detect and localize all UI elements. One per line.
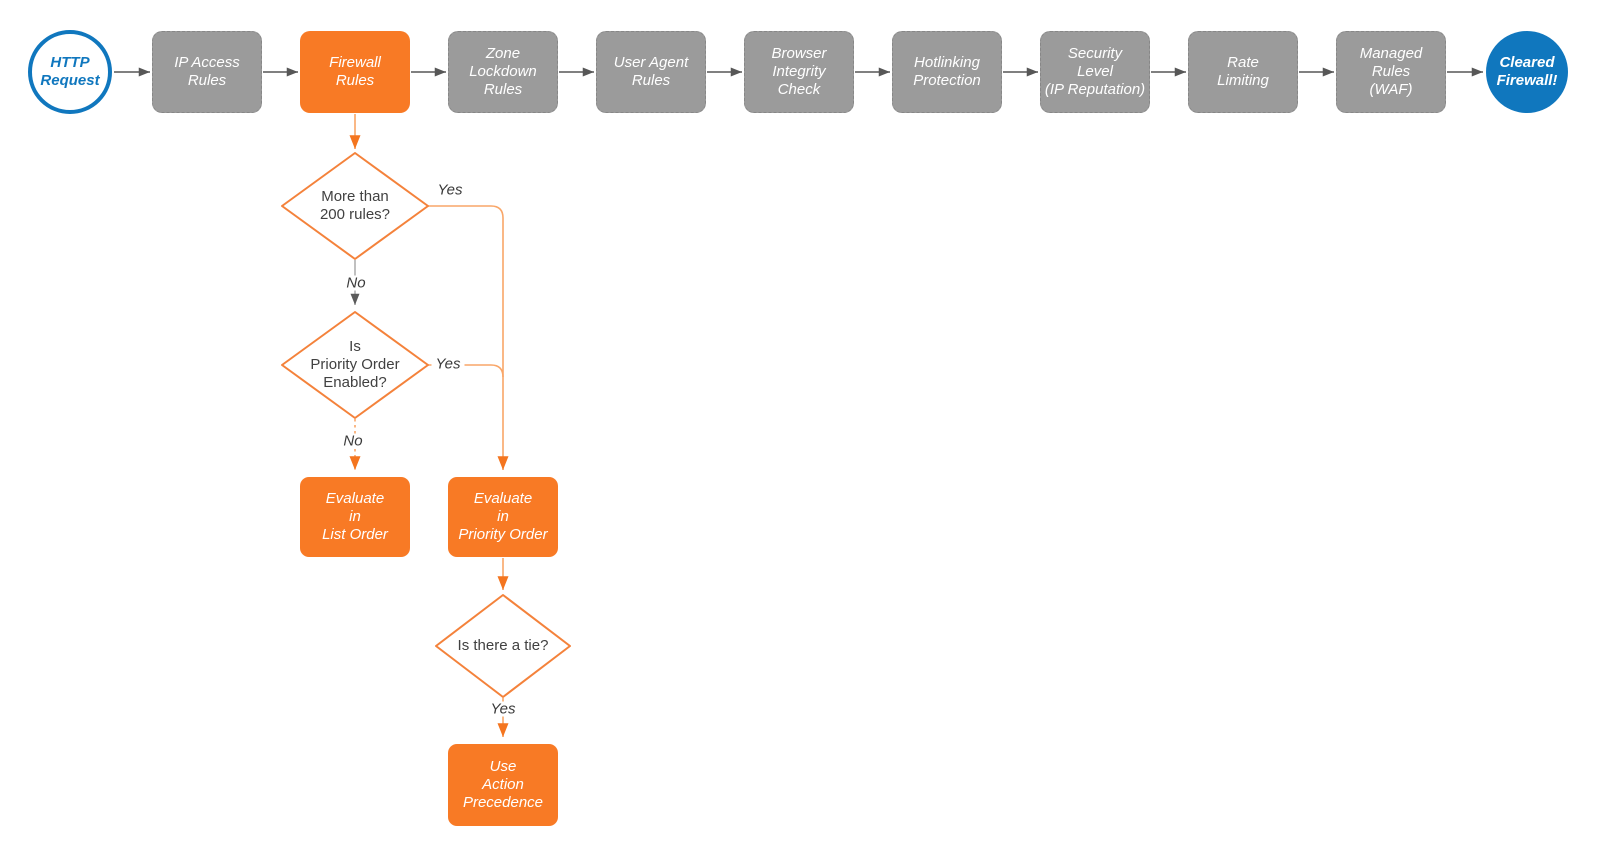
node-hotlinking-protection: Hotlinking Protection (892, 31, 1002, 113)
node-evaluate-priority-order-label: Evaluate in Priority Order (458, 489, 548, 544)
edge-decision-200-yes (428, 205, 509, 470)
edge-label-yes-priority-enabled: Yes (431, 356, 465, 372)
node-rate-limiting: Rate Limiting (1188, 31, 1298, 113)
node-evaluate-priority-order: Evaluate in Priority Order (448, 477, 558, 557)
node-browser-integrity-check-label: Browser Integrity Check (771, 44, 827, 99)
edge-label-yes-tie: Yes (486, 701, 520, 717)
edge-decision-priority-yes (428, 364, 504, 378)
edge-label-yes-more-than-200: Yes (433, 182, 467, 198)
node-use-action-precedence: Use Action Precedence (448, 744, 558, 826)
node-zone-lockdown-rules-label: Zone Lockdown Rules (469, 44, 537, 99)
node-zone-lockdown-rules: Zone Lockdown Rules (448, 31, 558, 113)
decision-priority-enabled: Is Priority Order Enabled? (285, 315, 425, 415)
node-ip-access-rules: IP Access Rules (152, 31, 262, 113)
decision-more-than-200-label: More than 200 rules? (319, 187, 391, 223)
decision-tie-shape (435, 594, 571, 698)
node-http-request: HTTP Request (28, 30, 112, 114)
node-cleared-firewall-label: Cleared Firewall! (1496, 53, 1558, 89)
node-firewall-rules-label: Firewall Rules (329, 53, 381, 89)
decision-more-than-200-shape (281, 152, 429, 260)
decision-priority-enabled-label: Is Priority Order Enabled? (310, 337, 400, 392)
node-http-request-label: HTTP Request (40, 53, 100, 89)
node-hotlinking-protection-label: Hotlinking Protection (913, 53, 981, 89)
decision-more-than-200: More than 200 rules? (285, 156, 425, 256)
node-cleared-firewall: Cleared Firewall! (1486, 31, 1568, 113)
node-managed-rules-waf-label: Managed Rules (WAF) (1359, 44, 1423, 99)
node-evaluate-list-order-label: Evaluate in List Order (322, 489, 388, 544)
edge-label-no-more-than-200: No (342, 275, 370, 291)
node-user-agent-rules-label: User Agent Rules (613, 53, 689, 89)
node-user-agent-rules: User Agent Rules (596, 31, 706, 113)
node-security-level-label: Security Level (IP Reputation) (1044, 44, 1146, 99)
decision-priority-enabled-shape (281, 311, 429, 419)
decision-shapes (281, 152, 571, 698)
edge-label-no-priority-enabled: No (339, 433, 367, 449)
node-evaluate-list-order: Evaluate in List Order (300, 477, 410, 557)
decision-tie: Is there a tie? (439, 598, 567, 694)
node-firewall-rules: Firewall Rules (300, 31, 410, 113)
decision-tie-label: Is there a tie? (457, 636, 549, 654)
node-rate-limiting-label: Rate Limiting (1217, 53, 1269, 89)
node-managed-rules-waf: Managed Rules (WAF) (1336, 31, 1446, 113)
node-use-action-precedence-label: Use Action Precedence (462, 757, 544, 812)
node-security-level: Security Level (IP Reputation) (1040, 31, 1150, 113)
node-browser-integrity-check: Browser Integrity Check (744, 31, 854, 113)
node-ip-access-rules-label: IP Access Rules (174, 53, 240, 89)
